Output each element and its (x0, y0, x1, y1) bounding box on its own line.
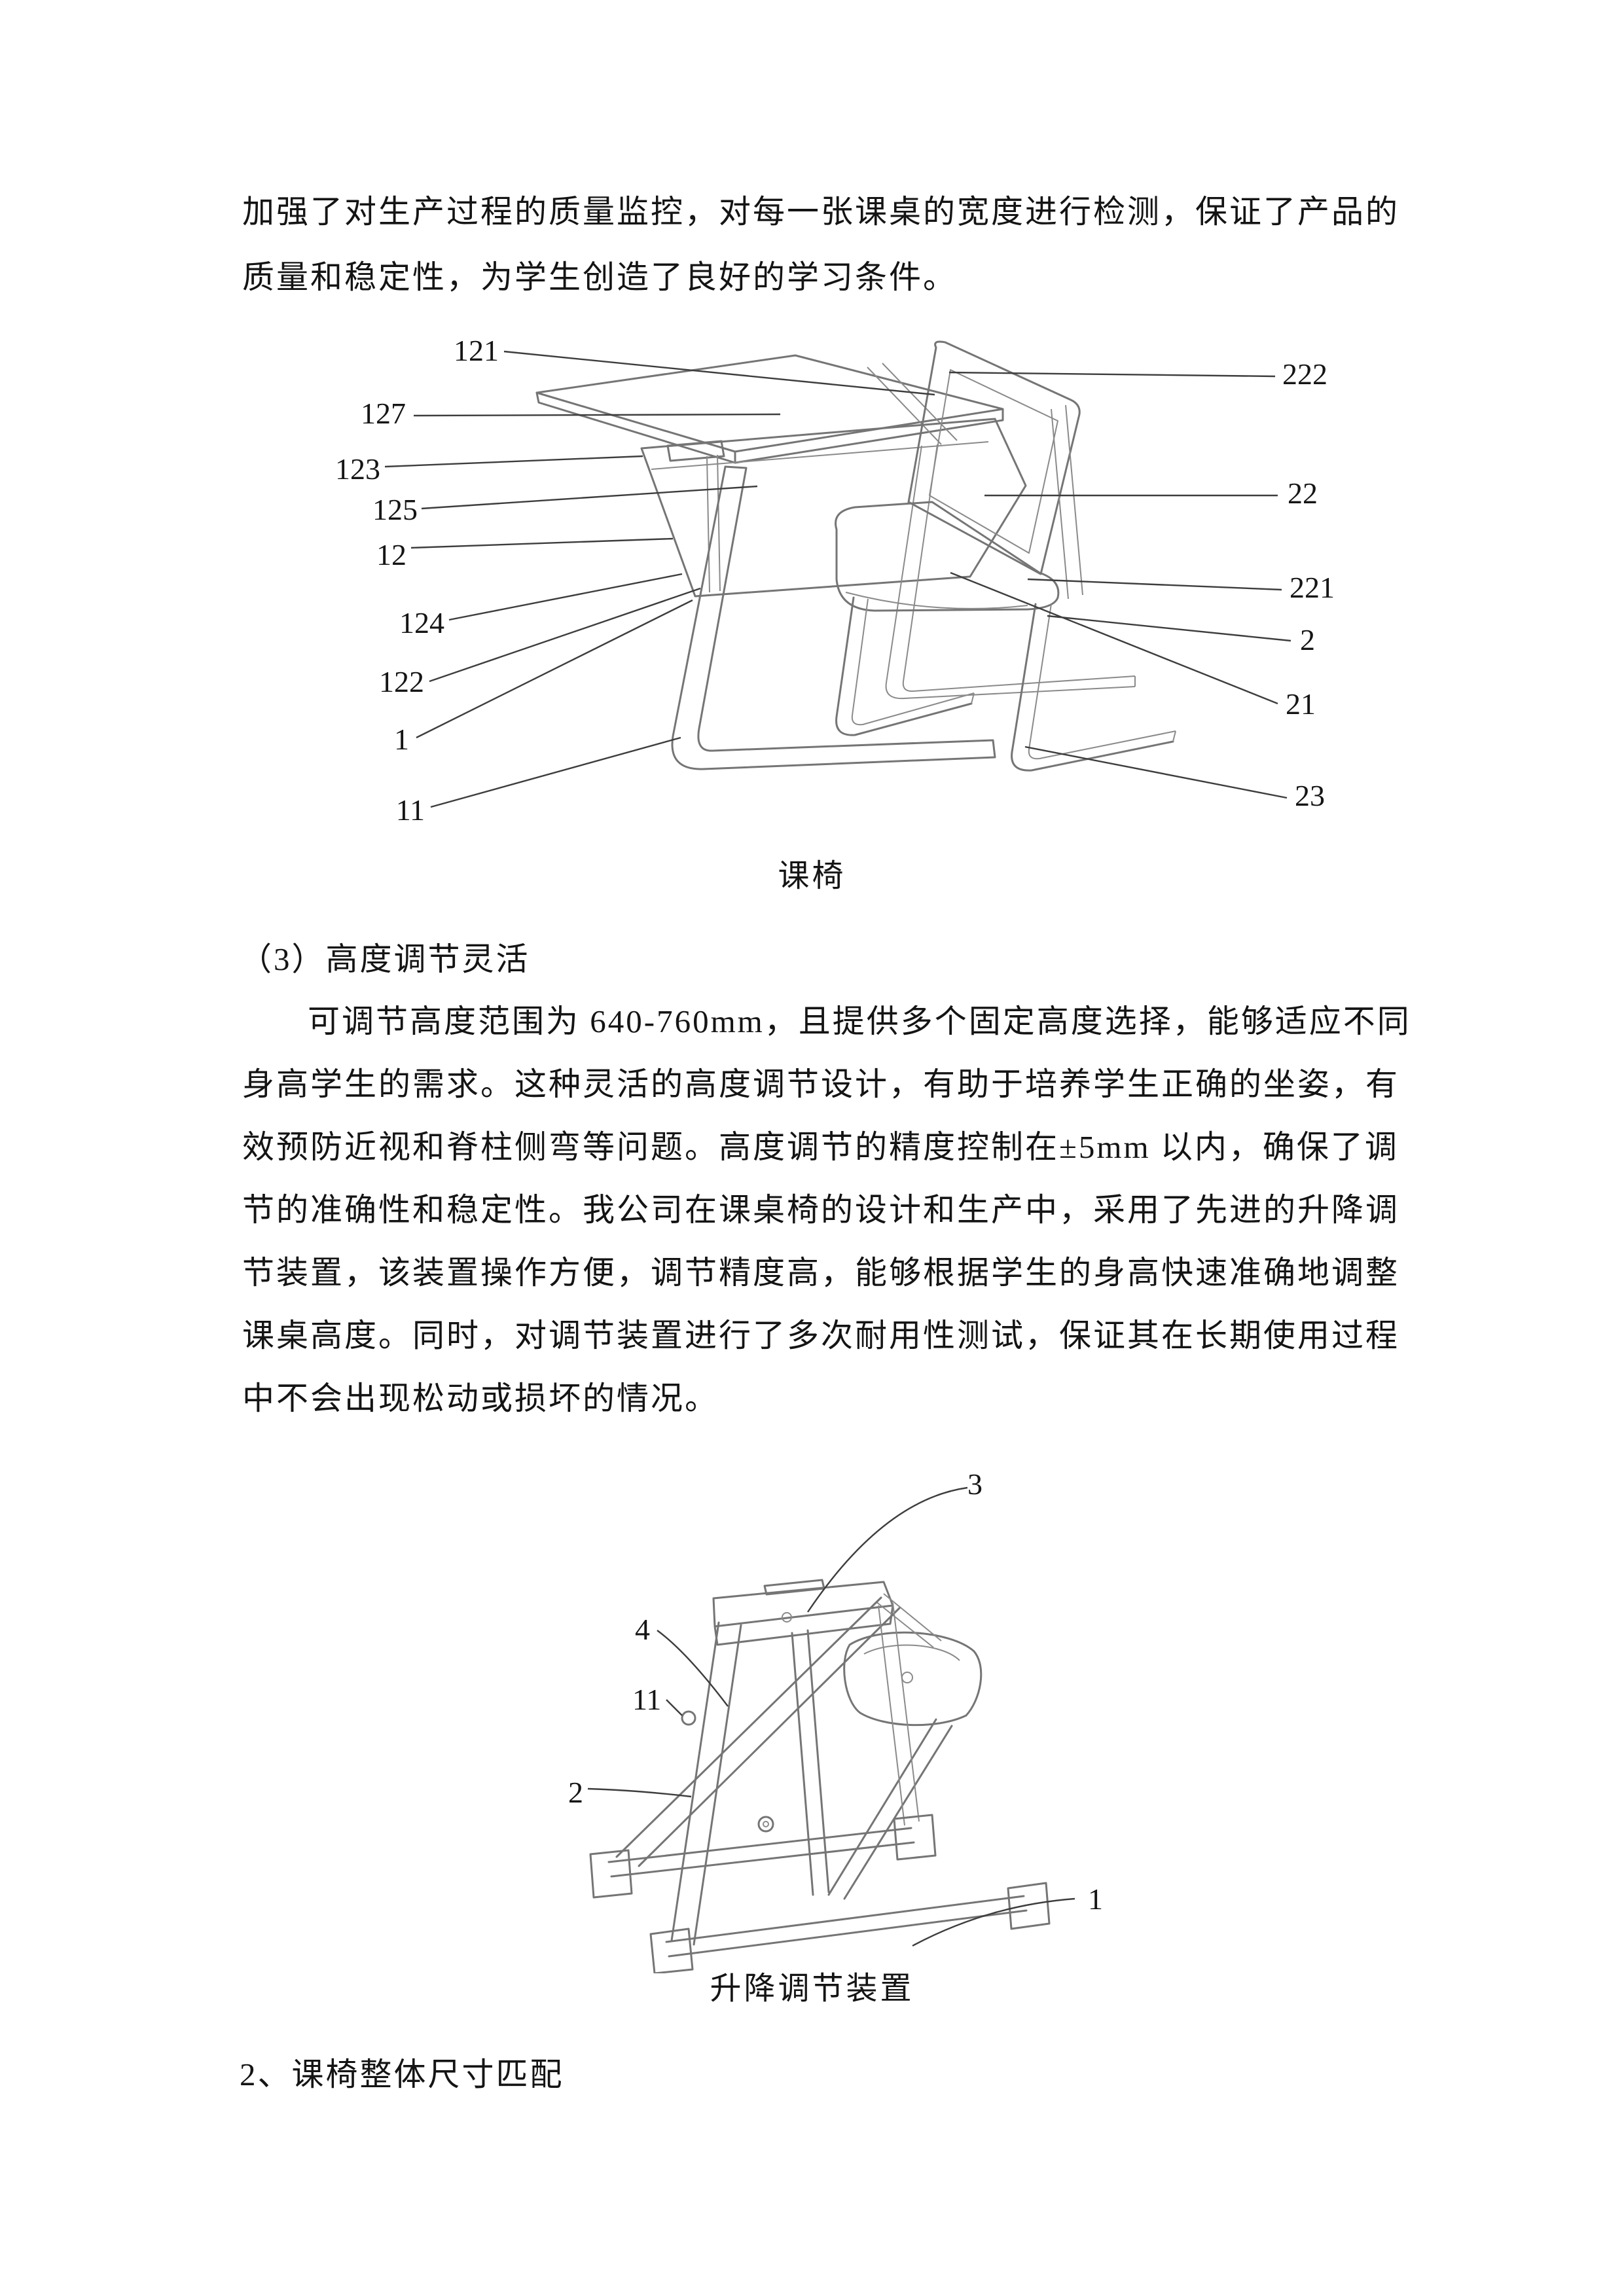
paragraph2-line7: 中不会出现松动或损坏的情况。 (242, 1380, 719, 1416)
figure2-leader-lines (587, 1486, 1075, 1947)
part-label-221: 221 (1290, 571, 1335, 604)
paragraph1-line2: 质量和稳定性，为学生创造了良好的学习条件。 (242, 259, 958, 295)
figure2-caption: 升降调节装置 (710, 1971, 914, 2006)
paragraph2-line3: 效预防近视和脊柱侧弯等问题。高度调节的精度控制在±5mm 以内，确保了调 (242, 1129, 1399, 1165)
part-label-124: 124 (399, 606, 444, 639)
figure-desk-chair: 121 127 123 125 12 124 122 1 11 222 22 2… (335, 334, 1335, 827)
part-label-2b: 2 (568, 1776, 583, 1809)
part-label-21: 21 (1286, 687, 1316, 721)
paragraph2-line1: 可调节高度范围为 640-760mm，且提供多个固定高度选择，能够适应不同 (308, 1003, 1411, 1039)
figure1-caption: 课椅 (778, 859, 846, 893)
chair-drawing (835, 340, 1176, 772)
lift-device-drawing (589, 1579, 1051, 1973)
paragraph1-line1: 加强了对生产过程的质量监控，对每一张课桌的宽度进行检测，保证了产品的 (242, 194, 1400, 230)
section2-heading: 2、课椅整体尺寸匹配 (240, 2056, 564, 2092)
desk-drawing (535, 354, 1136, 770)
paragraph2-line2: 身高学生的需求。这种灵活的高度调节设计，有助于培养学生正确的坐姿，有 (242, 1066, 1400, 1102)
part-label-22: 22 (1288, 476, 1318, 510)
part-label-1b: 1 (1088, 1882, 1103, 1916)
part-label-12: 12 (376, 538, 406, 571)
part-label-23: 23 (1295, 779, 1325, 812)
section3-heading: （3）高度调节灵活 (240, 941, 530, 977)
part-label-4: 4 (635, 1613, 650, 1646)
paragraph2-line4: 节的准确性和稳定性。我公司在课桌椅的设计和生产中，采用了先进的升降调 (242, 1192, 1400, 1228)
part-label-222: 222 (1282, 357, 1327, 391)
part-label-123: 123 (335, 452, 380, 486)
paragraph2-line6: 课桌高度。同时，对调节装置进行了多次耐用性测试，保证其在长期使用过程 (242, 1318, 1400, 1354)
part-label-125: 125 (372, 493, 418, 526)
figure1-part-labels: 121 127 123 125 12 124 122 1 11 222 22 2… (335, 334, 1335, 827)
part-label-3: 3 (967, 1467, 983, 1501)
figure1-leader-lines (384, 350, 1291, 808)
part-label-2: 2 (1300, 623, 1315, 656)
part-label-121: 121 (454, 334, 499, 367)
part-label-11b: 11 (632, 1683, 661, 1716)
part-label-1: 1 (394, 723, 409, 756)
figure2-part-labels: 3 4 11 2 1 (568, 1467, 1103, 1916)
paragraph2-line5: 节装置，该装置操作方便，调节精度高，能够根据学生的身高快速准确地调整 (242, 1255, 1400, 1291)
figure-lift-device: 3 4 11 2 1 (568, 1467, 1103, 1973)
part-label-11: 11 (396, 793, 425, 827)
part-label-127: 127 (361, 397, 406, 430)
part-label-122: 122 (379, 665, 424, 698)
